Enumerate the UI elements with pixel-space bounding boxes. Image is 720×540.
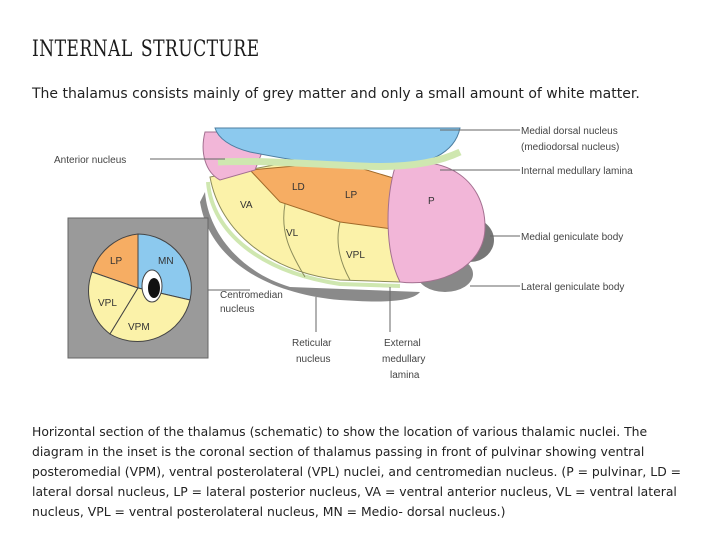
inset-centromedian-core: [148, 278, 160, 298]
inset-vpl-shape: [88, 271, 139, 335]
label-reticular-1: Reticular: [292, 338, 332, 349]
inset-label-vpm: VPM: [128, 322, 150, 333]
label-va: VA: [240, 200, 253, 211]
label-p: P: [428, 196, 435, 207]
figure-caption: Horizontal section of the thalamus (sche…: [32, 424, 682, 519]
thalamus-diagram: LD LP P VA VL VPL Medial dorsal nucleus …: [40, 122, 680, 394]
label-mediodorsal: (mediodorsal nucleus): [521, 142, 619, 153]
inset-label-vpl: VPL: [98, 298, 117, 309]
label-ld: LD: [292, 182, 305, 193]
inset-circle: [88, 233, 192, 342]
label-vpl: VPL: [346, 250, 365, 261]
label-external-2: medullary: [382, 354, 425, 365]
label-reticular-2: nucleus: [296, 354, 330, 365]
label-internal-medullary: Internal medullary lamina: [521, 166, 633, 177]
external-medullary-lamina: [206, 181, 401, 288]
page-subtitle: The thalamus consists mainly of grey mat…: [32, 86, 640, 102]
label-external-3: lamina: [390, 370, 420, 381]
inset-lp-shape: [91, 233, 139, 289]
nucleus-divider-1: [283, 203, 306, 278]
label-lp: LP: [345, 190, 358, 201]
thalamus-diagram-svg: LD LP P VA VL VPL Medial dorsal nucleus …: [54, 126, 633, 381]
label-external-1: External: [384, 338, 421, 349]
page-title: internal structure: [32, 26, 260, 64]
label-anterior: Anterior nucleus: [54, 155, 126, 166]
nucleus-p-shape: [387, 162, 486, 284]
inset-vpm-shape: [109, 287, 191, 342]
inset-label-lp: LP: [110, 256, 123, 267]
inset-label-mn: MN: [158, 256, 174, 267]
nucleus-divider-2: [337, 221, 351, 281]
label-medial-dorsal: Medial dorsal nucleus: [521, 126, 618, 137]
label-centromedian-2: nucleus: [220, 304, 254, 315]
reticular-band: [200, 192, 420, 302]
internal-medullary-lamina: [217, 148, 462, 170]
label-lateral-geniculate: Lateral geniculate body: [521, 282, 624, 293]
label-vl: VL: [286, 228, 299, 239]
label-centromedian-1: Centromedian: [220, 290, 283, 301]
label-medial-geniculate: Medial geniculate body: [521, 232, 623, 243]
